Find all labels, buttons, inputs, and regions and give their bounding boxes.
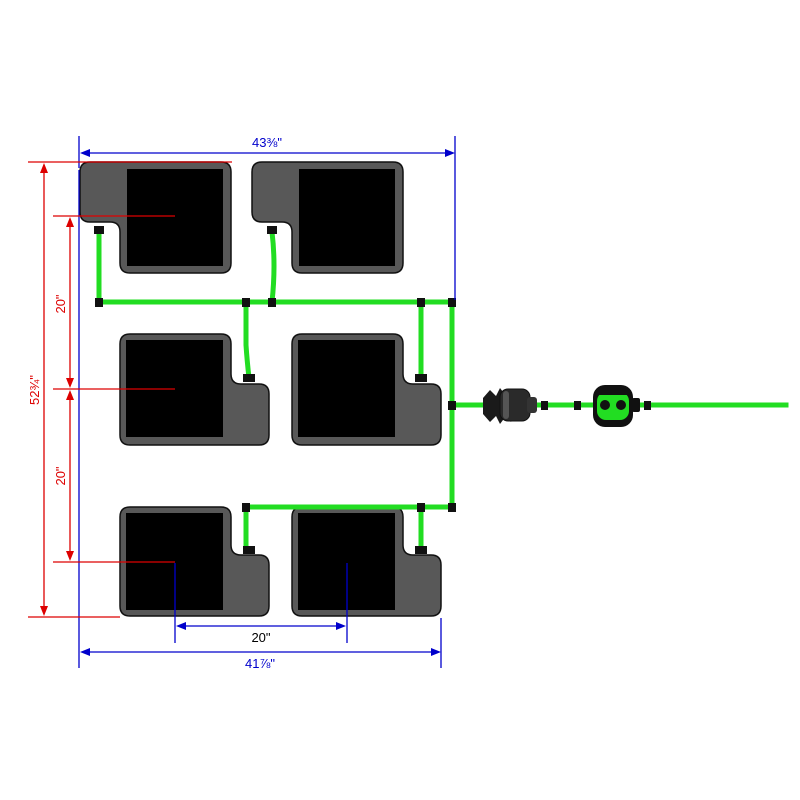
top-width-label: 43⅜"	[252, 135, 282, 150]
pot-top-right	[299, 169, 395, 266]
pot-top-left	[127, 169, 223, 266]
tube-fittings	[94, 226, 651, 554]
tray-top-left	[79, 161, 232, 274]
blue-dimensions	[78, 136, 456, 668]
inline-filter-icon	[483, 388, 537, 424]
lower-spacing-label: 20"	[53, 466, 68, 485]
water-pump-icon	[593, 385, 640, 427]
red-dimensions	[28, 161, 232, 618]
pot-middle-right	[298, 340, 395, 437]
total-height-label: 52¾"	[27, 375, 42, 405]
dimension-labels: 43⅜" 41⅞" 20" 52¾" 20" 20"	[27, 135, 282, 671]
tray-top-right	[251, 161, 404, 274]
upper-spacing-label: 20"	[53, 294, 68, 313]
tray-middle-right	[291, 333, 442, 446]
bottom-width-label: 41⅞"	[245, 656, 275, 671]
pot-spacing-label: 20"	[251, 630, 270, 645]
